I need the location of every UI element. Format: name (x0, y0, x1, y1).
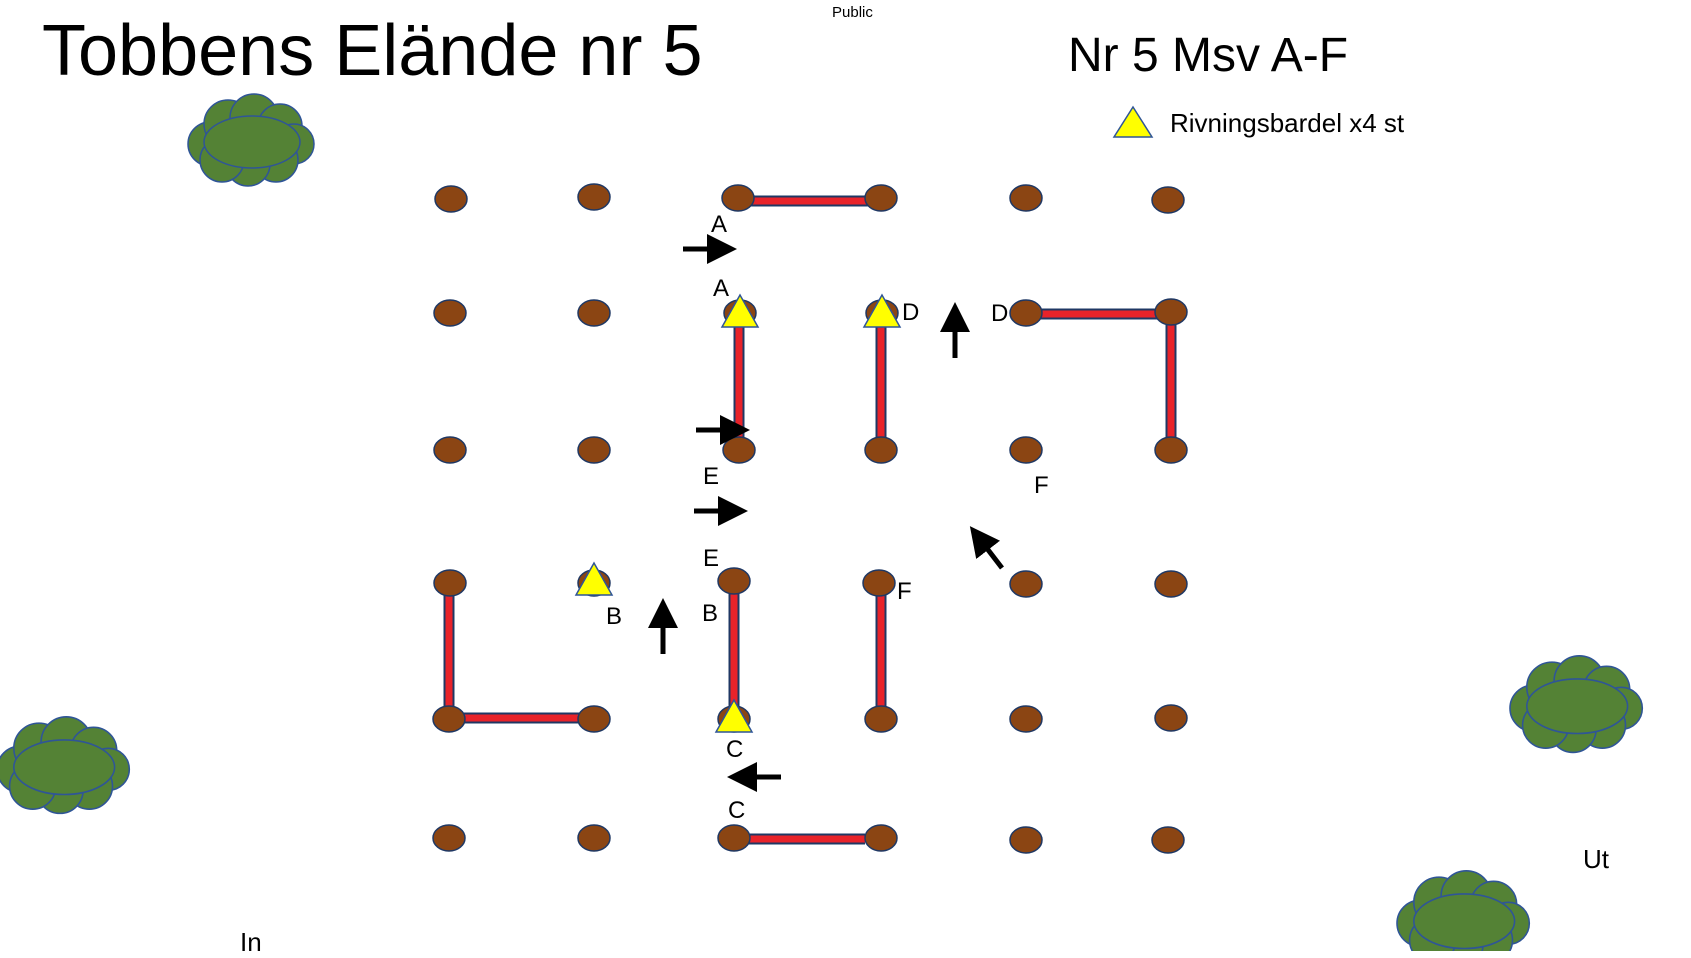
direction-arrows (648, 234, 1004, 792)
post (434, 185, 468, 213)
post (577, 705, 611, 733)
bush-icon (0, 716, 131, 815)
obstacle-label-e: E (703, 545, 719, 572)
entry-label: In (240, 927, 262, 957)
post (433, 299, 467, 327)
obstacle-label-a: A (713, 275, 729, 302)
classification-label: Public (832, 4, 873, 21)
post (433, 569, 467, 597)
post (433, 436, 467, 464)
post (717, 824, 751, 852)
post (864, 184, 898, 212)
post (1151, 186, 1185, 214)
page-title: Tobbens Elände nr 5 (42, 11, 703, 91)
exit-label: Ut (1583, 844, 1609, 874)
obstacle-label-e: E (703, 463, 719, 490)
triangle-icon (720, 293, 760, 328)
post (864, 436, 898, 464)
post (1009, 570, 1043, 598)
post (722, 436, 756, 464)
post (577, 824, 611, 852)
triangle-icon (574, 561, 614, 596)
post (432, 705, 466, 733)
legend-text: Rivningsbardel x4 st (1170, 108, 1405, 138)
posts (432, 183, 1188, 854)
legend-triangle-icon (1112, 105, 1154, 138)
post (721, 184, 755, 212)
post (577, 183, 611, 211)
triangle-icon (862, 293, 902, 328)
post (577, 299, 611, 327)
post (1009, 826, 1043, 854)
obstacle-label-c: C (726, 736, 743, 763)
post (432, 824, 466, 852)
post (577, 436, 611, 464)
demolition-bars (574, 293, 902, 733)
triangle-icon (714, 698, 754, 733)
obstacle-label-f: F (897, 578, 912, 605)
bush-icon (1396, 870, 1531, 951)
obstacle-label-b: B (702, 600, 718, 627)
bushes (0, 93, 1644, 951)
obstacle-label-d: D (902, 299, 919, 326)
arrow-up-left-icon (969, 526, 1004, 570)
post (864, 824, 898, 852)
post (1009, 705, 1043, 733)
obstacle-label-f: F (1034, 472, 1049, 499)
bush-icon (187, 93, 315, 187)
post (1154, 436, 1188, 464)
obstacle-label-a: A (711, 211, 727, 238)
obstacle-label-b: B (606, 603, 622, 630)
post (717, 567, 751, 595)
post (1009, 299, 1043, 327)
post (1009, 436, 1043, 464)
bush-icon (1509, 655, 1644, 754)
obstacle-label-d: D (991, 300, 1008, 327)
post (1154, 704, 1188, 732)
post (1009, 184, 1043, 212)
course-subtitle: Nr 5 Msv A-F (1068, 29, 1349, 82)
post (1154, 298, 1188, 326)
post (864, 705, 898, 733)
obstacle-labels: A A D D E E F F B B C C (606, 211, 1049, 824)
post (1154, 570, 1188, 598)
poles (443, 195, 1177, 845)
post (862, 569, 896, 597)
post (1151, 826, 1185, 854)
obstacle-label-c: C (728, 797, 745, 824)
